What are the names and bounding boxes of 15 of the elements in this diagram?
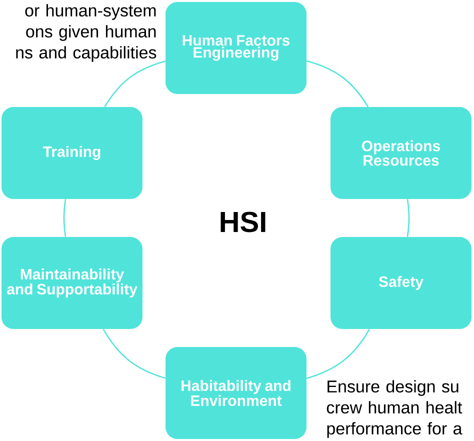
process-box: Habitability and Environment	[166, 346, 306, 439]
connector-arc	[63, 199, 66, 237]
process-box: Maintainability and Supportability	[2, 237, 142, 329]
process-box: Human Factors Engineering	[166, 2, 306, 94]
connector-arc	[306, 60, 369, 108]
description-text: Ensure design su crew human healt performance for a	[326, 380, 462, 438]
connector-arc	[406, 199, 410, 237]
process-box: Safety	[330, 237, 472, 329]
description-text: or human-system ons given human ns and capabilities	[16, 4, 156, 62]
center-title: HSI	[220, 212, 266, 232]
connector-arc	[306, 328, 370, 379]
process-box: Training	[2, 107, 142, 199]
connector-arc	[102, 328, 166, 379]
process-box: Operations Resources	[330, 107, 472, 199]
connector-arc	[104, 60, 166, 108]
